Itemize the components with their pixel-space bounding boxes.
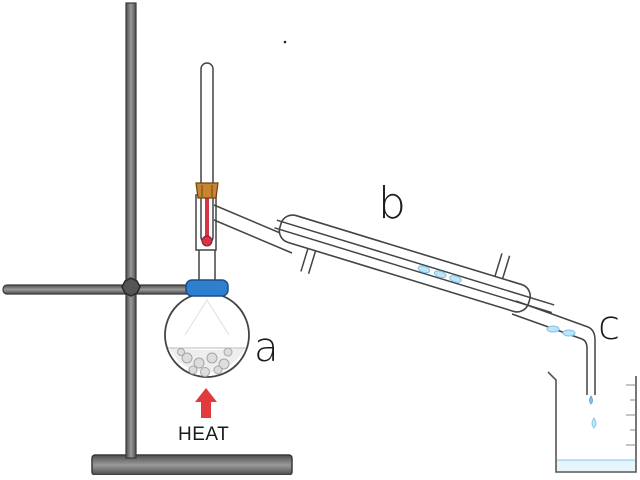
clamp-ring [185,279,229,297]
thermometer [195,62,219,247]
heat-arrow [195,388,217,418]
label-heat: HEAT [178,424,230,445]
cork [195,182,219,199]
beaker-graduations [626,384,635,446]
condensate-drops [417,265,462,283]
thermometer-liquid [205,196,209,240]
receiving-beaker [547,371,637,473]
stand-base [91,454,293,476]
retort-stand [2,2,293,476]
label-delivery-c: c [598,303,620,349]
clamp-arm [2,284,196,295]
boiling-chips [177,347,233,377]
boss-head [121,277,141,297]
round-bottom-flask [164,244,250,378]
delivery-tube [511,300,597,429]
condenser [274,214,555,314]
label-flask-a: a [254,325,279,371]
stray-dot [283,40,287,44]
label-condenser-b: b [378,178,406,229]
water-inlet [300,248,317,274]
water-outlet [494,253,511,279]
stand-rod [125,2,137,459]
